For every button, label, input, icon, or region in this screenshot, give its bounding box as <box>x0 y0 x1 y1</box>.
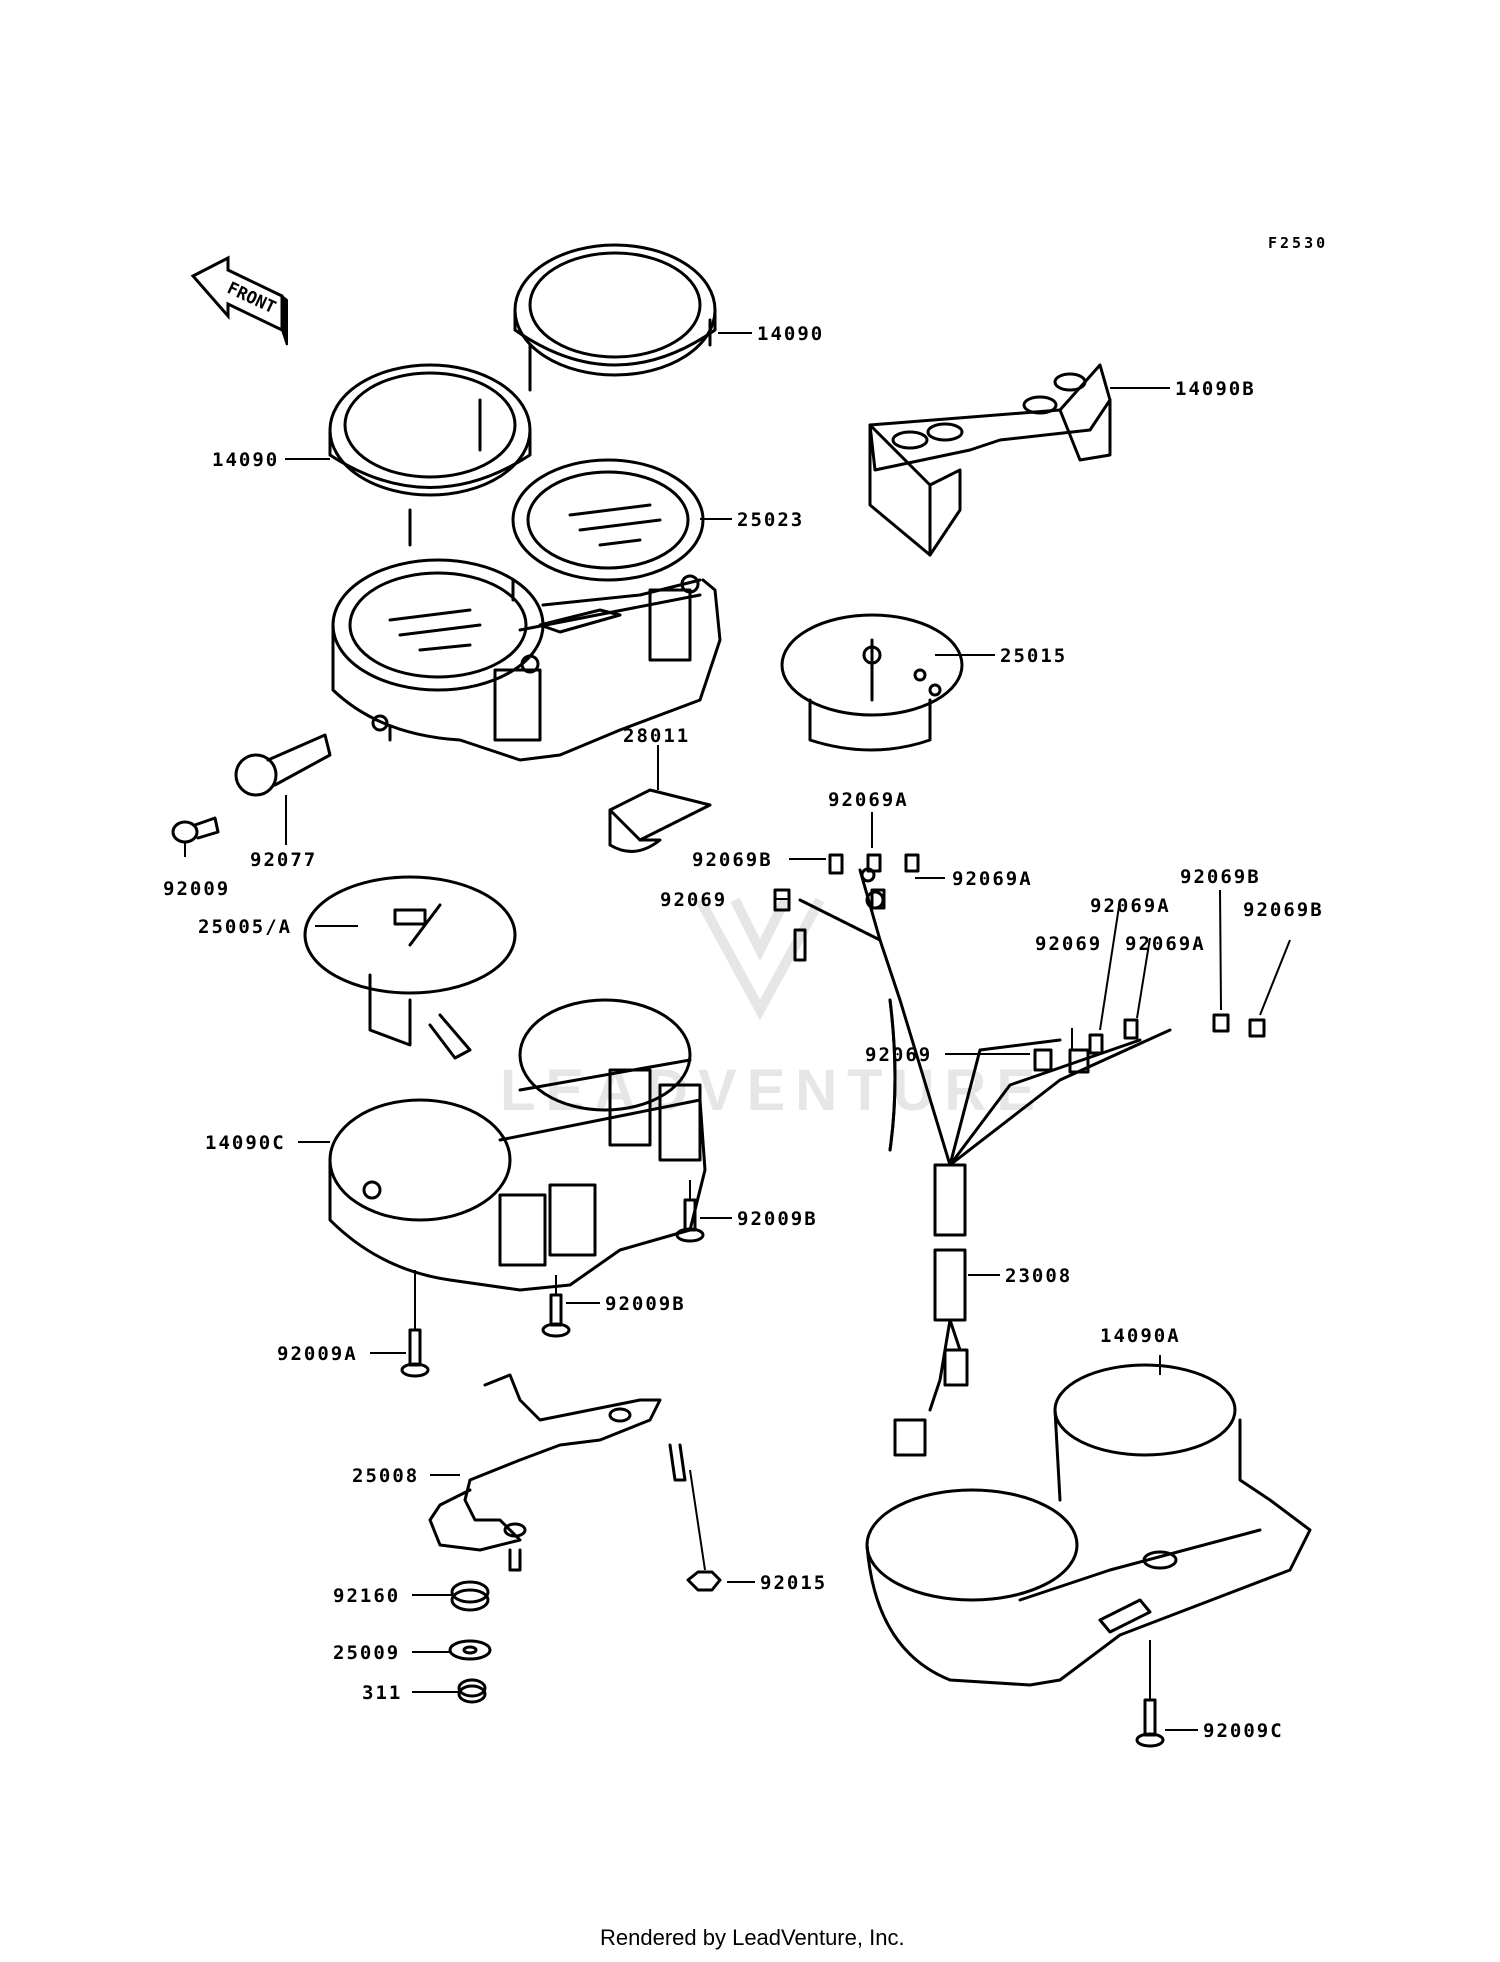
nut-92015 <box>686 1469 722 1592</box>
label-92077: 92077 <box>250 849 317 871</box>
bolt-92009A <box>400 1270 430 1378</box>
label-311: 311 <box>362 1682 402 1704</box>
meter-cover <box>868 363 1112 557</box>
gear-92077 <box>234 733 332 797</box>
label-23008: 23008 <box>1005 1265 1072 1287</box>
meter-case-lower <box>328 998 707 1292</box>
label-92009: 92009 <box>163 878 230 900</box>
meter-dial-right <box>780 613 964 752</box>
sensor-part <box>608 788 712 853</box>
meter-dial-left <box>303 875 517 1060</box>
label-92069B-2: 92069B <box>1180 866 1261 888</box>
wiring-harness <box>798 867 1172 1457</box>
watermark-logo <box>695 897 825 1021</box>
callout-labels: 14090 14090 14090B 25023 25015 28011 920… <box>163 323 1324 1742</box>
meter-case-upper <box>331 458 722 762</box>
label-92009B-2: 92009B <box>605 1293 686 1315</box>
label-92009A: 92009A <box>277 1343 358 1365</box>
leader-lines <box>184 332 1291 1731</box>
label-92069A-4: 92069A <box>1125 933 1206 955</box>
label-14090A: 14090A <box>1100 1325 1181 1347</box>
label-92069-3: 92069 <box>865 1044 932 1066</box>
bracket <box>428 1373 687 1572</box>
label-14090-left: 14090 <box>212 449 279 471</box>
label-92009C: 92009C <box>1203 1720 1284 1742</box>
washer-25009 <box>448 1639 492 1661</box>
label-92015: 92015 <box>760 1572 827 1594</box>
label-14090C: 14090C <box>205 1132 286 1154</box>
label-92069A-2: 92069A <box>952 868 1033 890</box>
label-14090-top: 14090 <box>757 323 824 345</box>
meter-ring-top <box>513 243 717 392</box>
label-92069A-3: 92069A <box>1090 895 1171 917</box>
label-92160: 92160 <box>333 1585 400 1607</box>
nut-311 <box>457 1678 487 1704</box>
bolt-92009B-1 <box>675 1180 705 1243</box>
label-25009: 25009 <box>333 1642 400 1664</box>
label-28011: 28011 <box>623 725 690 747</box>
label-92069B-3: 92069B <box>1243 899 1324 921</box>
label-92069B-1: 92069B <box>692 849 773 871</box>
meter-ring-left <box>328 363 532 547</box>
watermark: LEADVENTURE <box>500 1058 1045 1123</box>
figure-code: F2530 <box>1268 234 1328 252</box>
bolt-92009B-2 <box>541 1275 571 1338</box>
bolt-92009C <box>1135 1640 1165 1748</box>
label-25005A: 25005/A <box>198 916 292 938</box>
front-arrow-icon: FRONT <box>190 255 288 346</box>
meter-cover-lower <box>865 1363 1312 1687</box>
footer-credit: Rendered by LeadVenture, Inc. <box>600 1925 905 1950</box>
label-92069-1: 92069 <box>660 889 727 911</box>
label-25015: 25015 <box>1000 645 1067 667</box>
label-25008: 25008 <box>352 1465 419 1487</box>
screw-92009 <box>171 816 220 844</box>
label-25023: 25023 <box>737 509 804 531</box>
label-14090B: 14090B <box>1175 378 1256 400</box>
label-92069-2: 92069 <box>1035 933 1102 955</box>
label-92009B-1: 92009B <box>737 1208 818 1230</box>
label-92069A-1: 92069A <box>828 789 909 811</box>
grommet-92160 <box>450 1580 490 1612</box>
